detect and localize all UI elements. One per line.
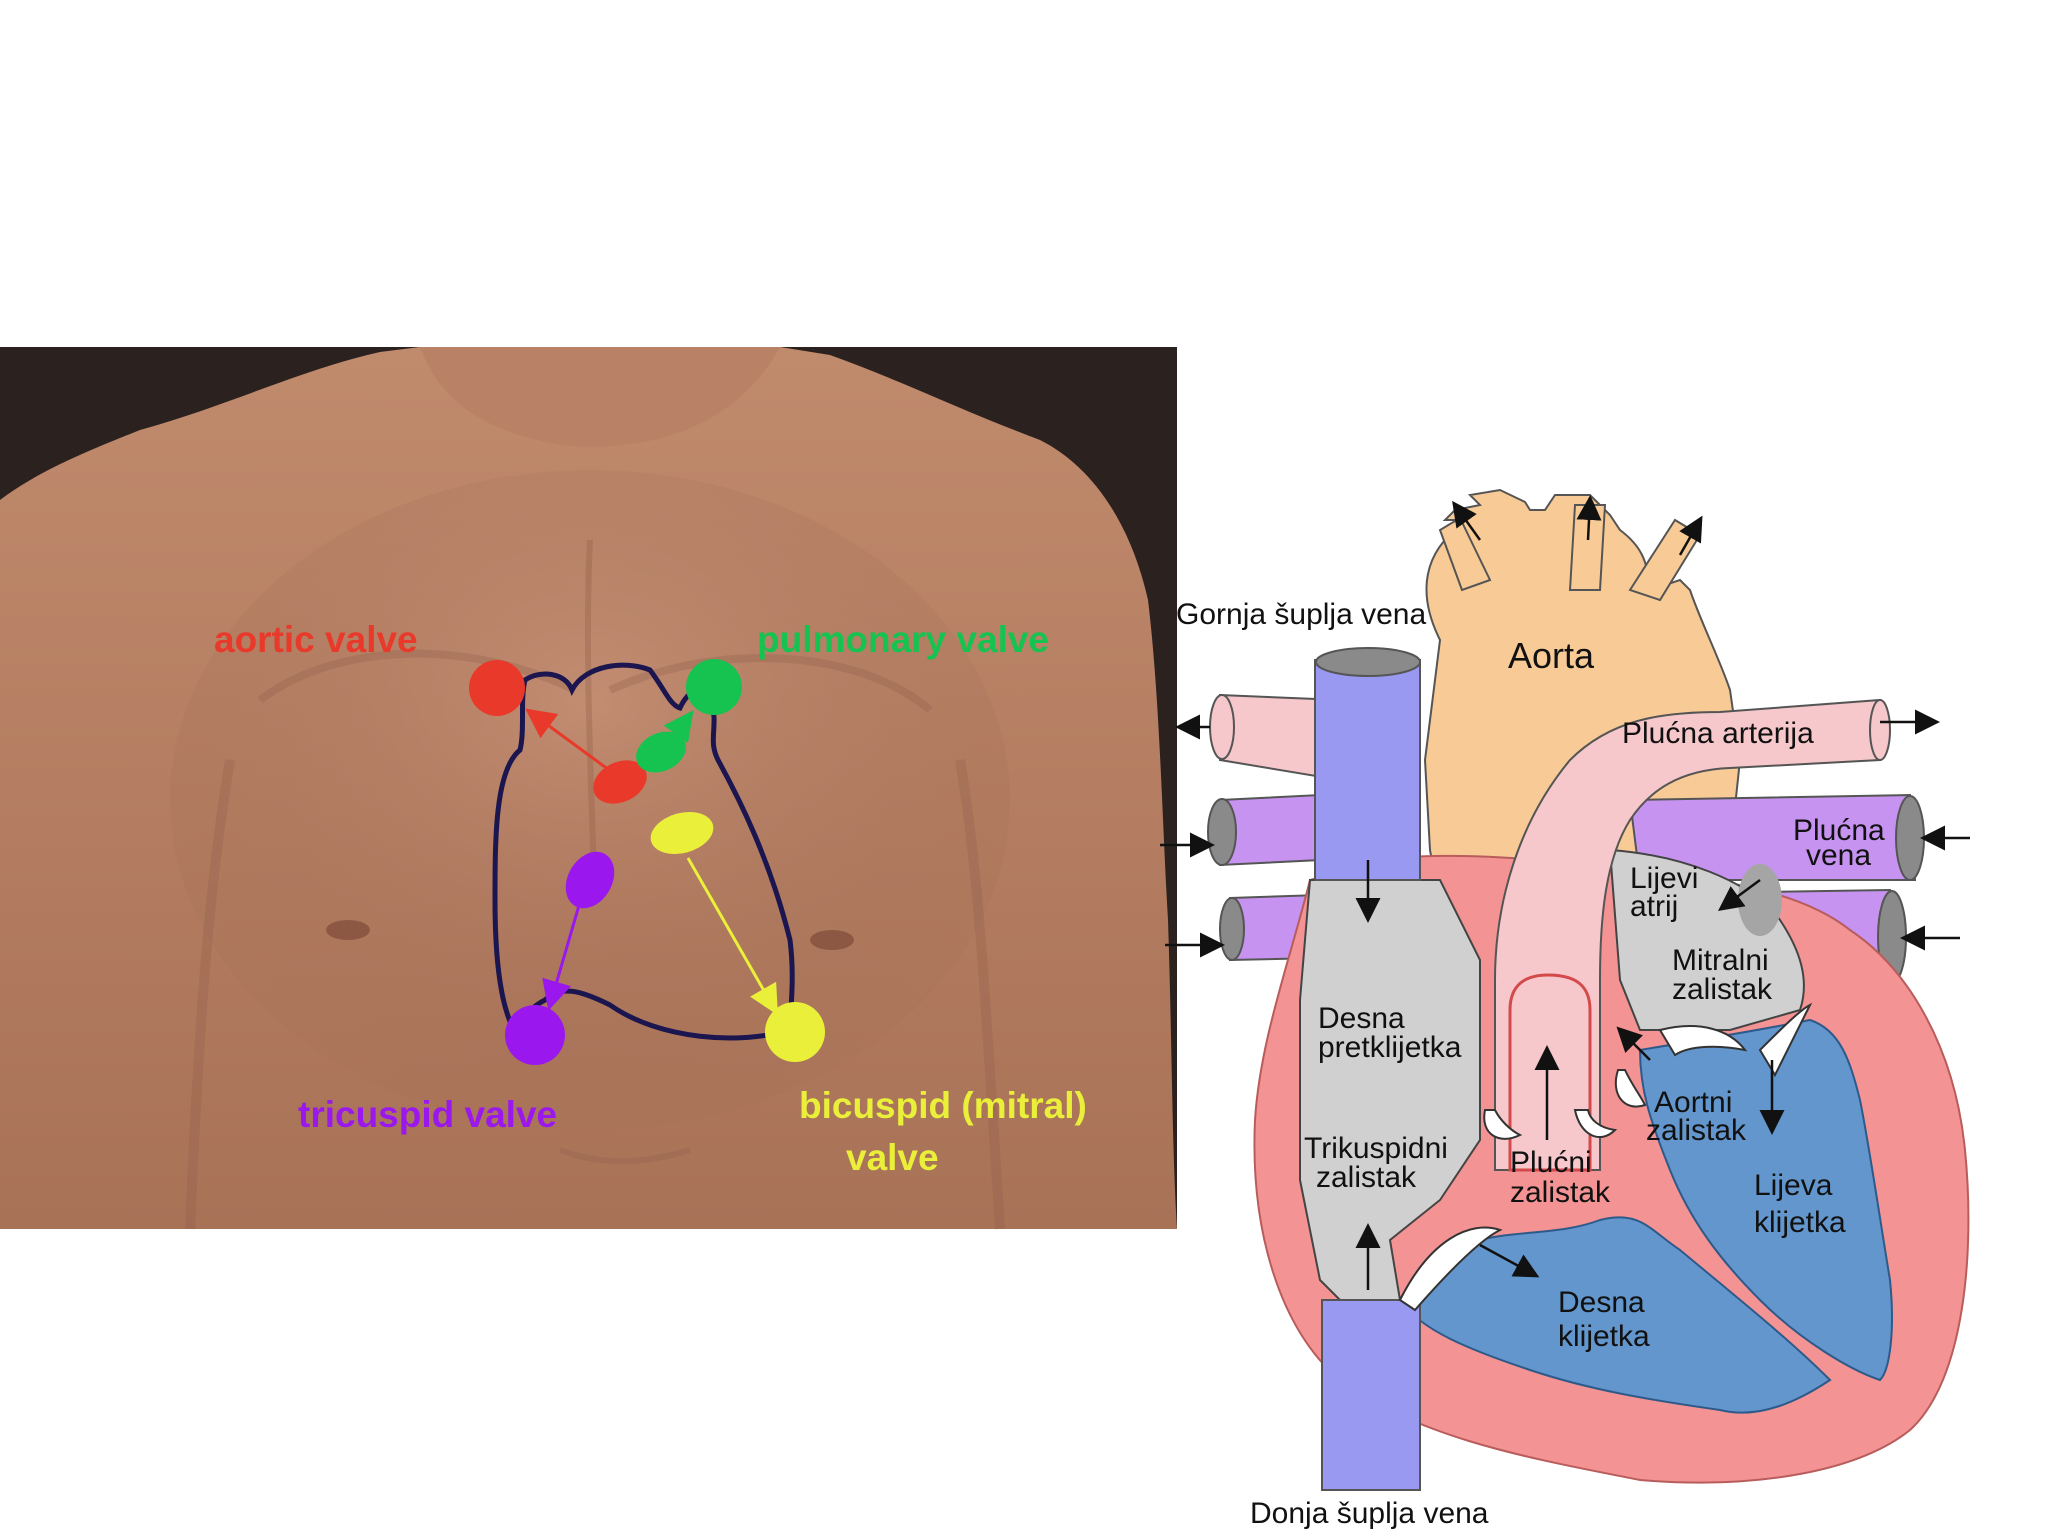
left-atrium-opening	[1738, 864, 1782, 936]
pectoral-left	[257, 649, 577, 704]
label-plucni-zalistak-line2: zalistak	[1510, 1176, 1611, 1209]
neck	[420, 347, 780, 447]
pulmonary-artery-right-end	[1209, 694, 1235, 760]
tricuspid-valve-projection	[565, 851, 615, 909]
label-desna-klijetka-line1: Desna	[1558, 1286, 1645, 1319]
mitral-valve-flap-right	[1758, 1002, 1813, 1078]
label-lijevi-atrij-line2: atrij	[1630, 890, 1678, 923]
tricuspid-flow-arrow	[1479, 1243, 1540, 1278]
pulmonary-valve-flap-right	[1573, 1109, 1618, 1139]
arm-crease-left	[185, 759, 235, 1230]
bicuspid-valve-label-line2: valve	[846, 1137, 939, 1178]
bicuspid-auscultation-point	[765, 1002, 825, 1062]
sternum-line	[584, 539, 598, 901]
aortic-auscultation-point	[469, 660, 525, 716]
label-desna-pretklijetka-line2: pretklijetka	[1318, 1031, 1462, 1064]
aorta-branch-arrow-middle	[1576, 495, 1602, 541]
left-ventricle	[1638, 1018, 1893, 1382]
pulmonary-valve-flap-left	[1483, 1109, 1523, 1140]
label-gornja-supljа-vena: Gornja šuplja vena	[1176, 598, 1426, 631]
label-trikuspidni-zalistak-line2: zalistak	[1316, 1161, 1417, 1194]
pulmonary-valve-projection	[636, 731, 686, 773]
tricuspid-valve-flap	[1398, 1226, 1503, 1312]
label-lijeva-klijetka-line1: Lijeva	[1754, 1169, 1833, 1202]
pulmonary-auscultation-point	[686, 659, 742, 715]
label-aortni-zalistak-line1: Aortni	[1654, 1086, 1732, 1119]
label-lijeva-klijetka-line2: klijetka	[1754, 1206, 1846, 1239]
chest-shading	[170, 470, 1010, 1130]
heart-diagram: Gornja šuplja vena Aorta Plućna arterija…	[1160, 488, 1970, 1530]
bicuspid-valve-projection	[650, 811, 714, 855]
nipple-right	[810, 930, 854, 950]
right-atrium	[1299, 879, 1481, 1312]
label-donja-suplja-vena: Donja šuplja vena	[1250, 1497, 1489, 1530]
abdomen-line	[558, 1147, 691, 1165]
tricuspid-auscultation-point	[505, 1005, 565, 1065]
label-aorta: Aorta	[1508, 635, 1595, 676]
left-atrium	[1608, 848, 1805, 1031]
label-plucna-arterija: Plućna arterija	[1622, 717, 1814, 750]
mitral-valve-flap-left	[1658, 1025, 1748, 1057]
label-aortni-zalistak-line2: zalistak	[1646, 1114, 1747, 1147]
pulmonary-trunk-lumen	[1508, 973, 1592, 1172]
bicuspid-valve-label-line1: bicuspid (mitral)	[799, 1085, 1087, 1126]
label-mitralni-zalistak-line1: Mitralni	[1672, 944, 1769, 977]
bicuspid-arrow	[686, 857, 778, 1016]
aortic-valve-projection	[593, 760, 647, 804]
label-trikuspidni-zalistak-line1: Trikuspidni	[1304, 1132, 1448, 1165]
tricuspid-arrow	[542, 901, 582, 1011]
aortic-valve-flap	[1614, 1069, 1647, 1108]
label-plucna-vena-line1: Plućna	[1793, 814, 1885, 847]
label-mitralni-zalistak-line2: zalistak	[1672, 973, 1773, 1006]
aorta-branch-middle	[1568, 504, 1607, 591]
pulmonary-vein-right-lower-end	[1219, 897, 1245, 961]
aorta-branch-arrow-right	[1678, 515, 1703, 556]
left-atrium-flow-arrow	[1717, 878, 1761, 911]
aortic-arrow	[525, 708, 621, 780]
tricuspid-valve-label: tricuspid valve	[298, 1094, 557, 1135]
superior-vena-cava-top	[1315, 647, 1421, 677]
aorta-branch-arrow-left	[1452, 500, 1482, 541]
arm-crease-right	[955, 759, 1005, 1230]
pulmonary-valve-label: pulmonary valve	[757, 619, 1049, 660]
label-desna-klijetka-line2: klijetka	[1558, 1320, 1650, 1353]
aortic-outflow-arrow	[1616, 1026, 1651, 1061]
superior-vena-cava	[1314, 659, 1421, 881]
nipple-left	[326, 920, 370, 940]
label-lijevi-atrij-line1: Lijevi	[1630, 862, 1698, 895]
label-plucna-vena-line2: vena	[1806, 839, 1871, 872]
pulmonary-vein-left-upper-end	[1895, 795, 1925, 881]
label-desna-pretklijetka-line1: Desna	[1318, 1002, 1405, 1035]
inferior-vena-cava	[1321, 1299, 1421, 1491]
pulmonary-artery-end	[1869, 699, 1891, 761]
pulmonary-vein-right-upper-end	[1207, 798, 1237, 866]
aortic-valve-label: aortic valve	[214, 619, 418, 660]
right-ventricle	[1398, 1216, 1832, 1414]
label-plucni-zalistak-line1: Plućni	[1510, 1146, 1592, 1179]
chest-panel: aortic valve pulmonary valve tricuspid v…	[0, 347, 1177, 1230]
